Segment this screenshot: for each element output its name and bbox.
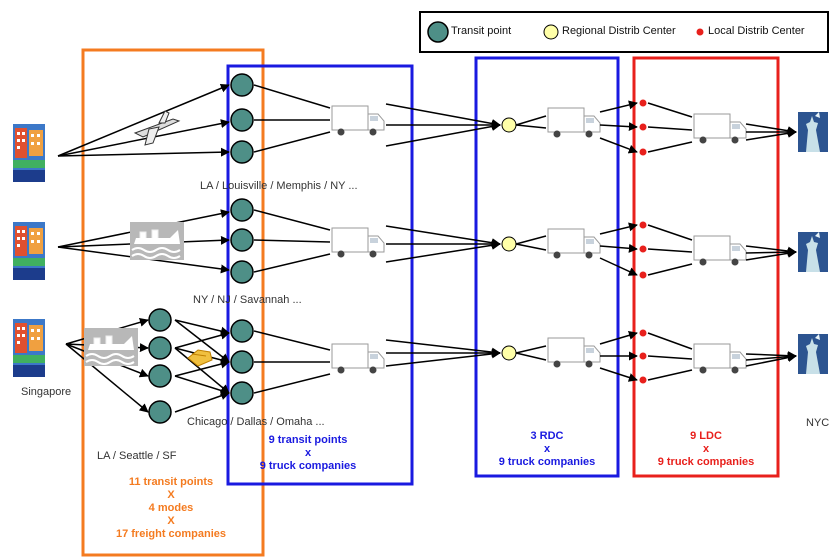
train-icon (187, 349, 213, 367)
transit-node-3 (230, 140, 254, 164)
rdc-node-2 (501, 236, 517, 252)
transit-group-3-label: Chicago / Dallas / Omaha ... (187, 416, 325, 428)
ldc-node-3 (639, 148, 647, 156)
stage-orange-line-1: 11 transit points (128, 476, 214, 488)
rdc-node-3 (501, 345, 517, 361)
legend-transit-icon (427, 21, 449, 43)
stage-orange-line-2: X (167, 489, 175, 501)
port-node-4 (148, 400, 172, 424)
legend-rdc-icon (543, 24, 559, 40)
legend-transit-label: Transit point (451, 25, 512, 37)
port-node-2 (148, 336, 172, 360)
stage-blue-rdc-line-2: x (543, 443, 551, 455)
ldc-node-5 (639, 245, 647, 253)
transit-node-6 (230, 260, 254, 284)
stage-orange-line-4: X (167, 515, 175, 527)
building-icon-3 (13, 319, 45, 377)
transit-node-4 (230, 198, 254, 222)
transit-node-2 (230, 108, 254, 132)
ship-icon-2 (83, 327, 139, 367)
transit-node-9 (230, 381, 254, 405)
stage-box-blue-transit (226, 64, 414, 486)
ldc-node-8 (639, 352, 647, 360)
truck-icon-4 (547, 107, 601, 138)
stage-orange-summary: 11 transit points X 4 modes X 17 freight… (96, 476, 246, 541)
stage-blue-rdc-line-1: 3 RDC (530, 430, 564, 442)
stage-red-ldc-line-3: 9 truck companies (657, 456, 755, 468)
building-icon-1 (13, 124, 45, 182)
stage-blue-rdc-line-3: 9 truck companies (498, 456, 596, 468)
legend-rdc-label: Regional Distrib Center (562, 25, 676, 37)
stage-blue-transit-line-3: 9 truck companies (259, 460, 357, 472)
truck-icon-6 (547, 337, 601, 368)
stage-red-ldc-line-2: x (702, 443, 710, 455)
stage-red-ldc-summary: 9 LDC x 9 truck companies (636, 430, 776, 469)
ldc-node-2 (639, 123, 647, 131)
stage-red-ldc-line-1: 9 LDC (690, 430, 722, 442)
stage-blue-transit-summary: 9 transit points x 9 truck companies (238, 434, 378, 473)
rdc-node-1 (501, 117, 517, 133)
stage-blue-rdc-summary: 3 RDC x 9 truck companies (477, 430, 617, 469)
stage-box-red-ldc (632, 56, 780, 478)
ldc-node-9 (639, 376, 647, 384)
truck-icon-2 (331, 227, 385, 258)
stage-blue-transit-line-2: x (304, 447, 312, 459)
transit-node-8 (230, 350, 254, 374)
origin-label: Singapore (21, 386, 72, 398)
truck-icon-7 (693, 113, 747, 144)
truck-icon-5 (547, 228, 601, 259)
ldc-node-7 (639, 329, 647, 337)
stage-orange-line-3: 4 modes (148, 502, 194, 514)
legend-ldc-label: Local Distrib Center (708, 25, 805, 37)
truck-icon-1 (331, 105, 385, 136)
ldc-node-6 (639, 271, 647, 279)
stage-blue-transit-line-1: 9 transit points (268, 434, 348, 446)
building-icon-2 (13, 222, 45, 280)
port-group-label: LA / Seattle / SF (97, 450, 177, 462)
transit-node-7 (230, 319, 254, 343)
port-node-1 (148, 308, 172, 332)
truck-icon-3 (331, 343, 385, 374)
ldc-node-1 (639, 99, 647, 107)
ship-icon-1 (129, 221, 185, 261)
transit-group-2-label: NY / NJ / Savannah ... (193, 294, 302, 306)
stage-orange-line-5: 17 freight companies (115, 528, 227, 540)
statue-of-liberty-icon-1 (798, 112, 828, 152)
ldc-node-4 (639, 221, 647, 229)
legend-ldc-icon (696, 28, 704, 36)
legend-box (419, 11, 829, 53)
transit-node-1 (230, 73, 254, 97)
statue-of-liberty-icon-2 (798, 232, 828, 272)
transit-node-5 (230, 228, 254, 252)
truck-icon-9 (693, 343, 747, 374)
transit-group-1-label: LA / Louisville / Memphis / NY ... (200, 180, 358, 192)
truck-icon-8 (693, 235, 747, 266)
destination-label: NYC (806, 417, 830, 429)
statue-of-liberty-icon-3 (798, 334, 828, 374)
port-node-3 (148, 364, 172, 388)
stage-box-orange (81, 48, 265, 557)
